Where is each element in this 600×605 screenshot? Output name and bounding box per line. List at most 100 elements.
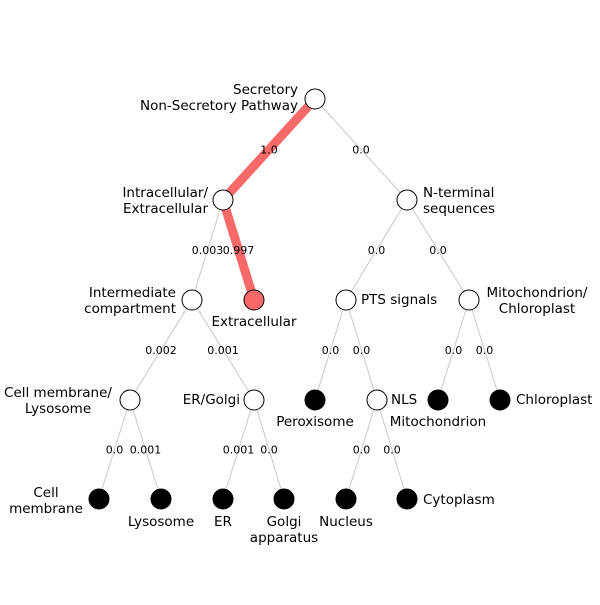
node-label-cellmem-lyso: Cell membrane/Lysosome — [4, 385, 112, 417]
edge-value-label: 0.001 — [207, 344, 239, 357]
node-label-mitochondrion: Mitochondrion — [390, 414, 486, 430]
node-label-er: ER — [214, 514, 232, 530]
edge-value-label: 0.0 — [429, 244, 447, 257]
node-label-chloroplast: Chloroplast — [516, 392, 592, 408]
node-root — [304, 88, 326, 110]
edge-value-label: 0.0 — [445, 344, 463, 357]
node-label-line: Peroxisome — [276, 414, 354, 430]
node-label-line: Mitochondrion/ — [487, 285, 588, 301]
edge-pts-nls — [345, 299, 378, 401]
node-label-line: PTS signals — [361, 292, 437, 308]
edge-value-label: 0.0 — [322, 344, 340, 357]
node-label-line: Mitochondrion — [390, 414, 486, 430]
edge-nls-nucleus — [345, 399, 378, 500]
node-nucleus — [335, 488, 357, 510]
node-lysosome — [150, 488, 172, 510]
node-peroxisome — [304, 389, 326, 411]
node-label-line: Golgi — [267, 514, 302, 530]
node-nls — [366, 389, 388, 411]
edge-value-label: 1.0 — [260, 144, 278, 157]
node-label-line: apparatus — [250, 530, 318, 546]
edge-er_golgi-er — [222, 399, 255, 500]
node-nterm — [396, 189, 418, 211]
edge-er_golgi-golgi — [253, 399, 285, 500]
node-intermediate — [181, 289, 203, 311]
edge-value-label: 0.002 — [145, 344, 177, 357]
node-label-line: Lysosome — [128, 514, 194, 530]
node-label-line: Cytoplasm — [423, 492, 495, 508]
node-cell-membrane — [88, 488, 110, 510]
node-label-line: NLS — [391, 392, 417, 408]
node-er-golgi — [243, 389, 265, 411]
node-label-line: Cell — [33, 485, 58, 501]
node-label-er-golgi: ER/Golgi — [183, 392, 240, 408]
edge-value-label: 0.0 — [353, 344, 371, 357]
node-label-mito-chloro: Mitochondrion/Chloroplast — [487, 285, 588, 317]
node-label-nls: NLS — [391, 392, 417, 408]
edge-mito_chloro-mitochondrion — [437, 299, 470, 401]
edge-value-label: 0.001 — [223, 444, 255, 457]
node-label-line: Lysosome — [25, 401, 91, 417]
node-label-lysosome: Lysosome — [128, 514, 194, 530]
node-intra-extra — [212, 189, 234, 211]
node-label-nucleus: Nucleus — [319, 514, 373, 530]
edge-root-intra_extra-highlighted — [219, 95, 319, 204]
node-golgi — [273, 488, 295, 510]
edge-nterm-mito_chloro — [406, 199, 470, 301]
edge-value-label: 0.0 — [106, 444, 124, 457]
node-cellmem-lyso — [119, 389, 141, 411]
nodes-layer — [88, 88, 511, 510]
edge-value-label: 0.003 — [192, 244, 224, 257]
node-label-line: Intracellular/ — [122, 185, 208, 201]
edge-intra_extra-extracellular-highlighted — [218, 198, 259, 302]
node-label-line: Non-Secretory Pathway — [140, 98, 298, 114]
edge-value-label: 0.0 — [353, 444, 371, 457]
edge-cellmem_lyso-cell_membrane — [98, 399, 131, 500]
node-label-line: sequences — [423, 201, 495, 217]
edge-nterm-pts — [345, 199, 408, 301]
node-label-line: Intermediate — [89, 285, 176, 301]
node-label-line: Chloroplast — [516, 392, 592, 408]
node-mitochondrion — [427, 389, 449, 411]
edge-pts-peroxisome — [314, 299, 347, 401]
node-label-line: ER — [214, 514, 232, 530]
edge-mito_chloro-chloroplast — [468, 299, 501, 401]
node-er — [212, 488, 234, 510]
edge-intra_extra-intermediate — [191, 199, 224, 301]
node-label-line: Secretory — [233, 82, 298, 98]
edge-value-label: 0.0 — [368, 244, 386, 257]
edges-layer — [98, 95, 501, 500]
edge-value-label: 0.997 — [223, 244, 255, 257]
edge-intermediate-cellmem_lyso — [129, 299, 193, 401]
node-mito-chloro — [458, 289, 480, 311]
edge-nls-cytoplasm — [376, 399, 408, 500]
edge-intermediate-er_golgi — [191, 299, 255, 401]
edge-value-label: 0.0 — [260, 444, 278, 457]
edge-value-label: 0.0 — [476, 344, 494, 357]
node-label-pts: PTS signals — [361, 292, 437, 308]
node-label-line: N-terminal — [423, 185, 494, 201]
node-label-line: Extracellular — [123, 201, 208, 217]
node-label-line: Extracellular — [212, 314, 297, 330]
edge-value-label: 0.0 — [383, 444, 401, 457]
node-label-cytoplasm: Cytoplasm — [423, 492, 495, 508]
node-label-extracellular: Extracellular — [212, 314, 297, 330]
node-cytoplasm — [396, 488, 418, 510]
node-label-intra-extra: Intracellular/Extracellular — [122, 185, 208, 217]
node-label-line: compartment — [84, 301, 176, 317]
node-label-line: Chloroplast — [499, 301, 575, 317]
node-label-line: membrane — [9, 501, 83, 517]
node-label-line: ER/Golgi — [183, 392, 240, 408]
edge-cellmem_lyso-lysosome — [129, 399, 162, 500]
node-label-peroxisome: Peroxisome — [276, 414, 354, 430]
edge-root-nterm — [314, 98, 408, 201]
